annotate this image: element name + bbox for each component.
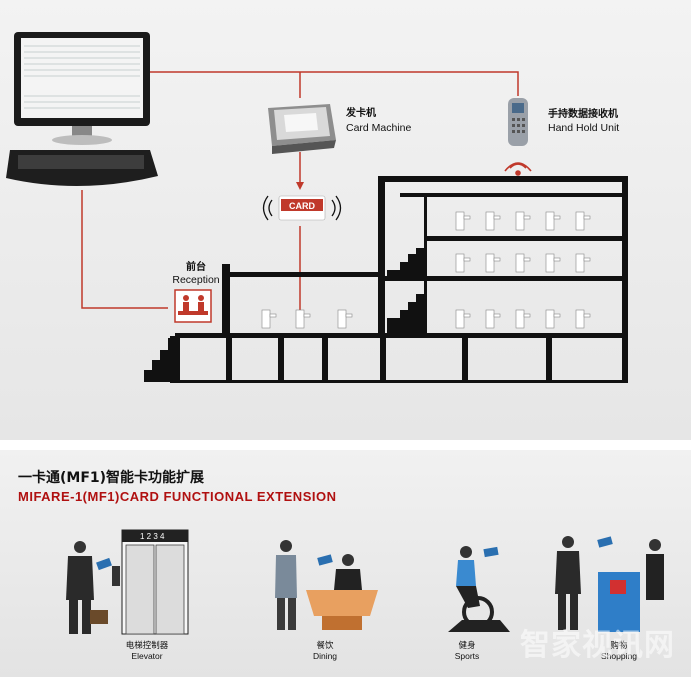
lock-icon [575, 253, 591, 273]
elevator-floor-display: 1 2 3 4 [140, 532, 165, 541]
caption-dining: 餐饮 Dining [290, 640, 360, 662]
lock-icon [337, 309, 353, 329]
lock-icon [455, 211, 471, 231]
shopping-illustration [555, 536, 664, 632]
lock-icon [575, 309, 591, 329]
caption-elevator-cn: 电梯控制器 [125, 640, 169, 650]
lock-icon [485, 253, 501, 273]
computer-monitor-icon [14, 32, 150, 145]
lock-icon [455, 309, 471, 329]
card-machine-label-cn: 发卡机 [345, 106, 376, 119]
arrow-down-icon [296, 182, 304, 190]
lock-icon [515, 253, 531, 273]
caption-shopping: 购物 Shopping [584, 640, 654, 662]
caption-sports-cn: 健身 [458, 640, 476, 650]
elevator-illustration: 1 2 3 4 [66, 529, 189, 635]
caption-elevator-en: Elevator [131, 651, 163, 661]
wireless-signal-icon [504, 162, 532, 176]
stairs [144, 338, 175, 382]
lock-icon [515, 211, 531, 231]
keyboard-icon [6, 150, 158, 187]
card-icon: CARD [278, 195, 326, 221]
connector-pc-handheld [150, 71, 519, 96]
lock-icon [261, 309, 277, 329]
lock-icon [515, 309, 531, 329]
caption-elevator: 电梯控制器 Elevator [112, 640, 182, 662]
lock-icon [295, 309, 311, 329]
caption-dining-cn: 餐饮 [316, 640, 334, 650]
lock-icon [545, 309, 561, 329]
caption-sports: 健身 Sports [432, 640, 502, 662]
door-locks [261, 211, 591, 329]
handheld-label-cn: 手持数据接收机 [548, 107, 618, 120]
lock-icon [485, 211, 501, 231]
lock-icon [545, 253, 561, 273]
extension-title-en: MIFARE-1(MF1)CARD FUNCTIONAL EXTENSION [18, 489, 337, 504]
dining-illustration [275, 540, 378, 630]
handheld-unit-icon [508, 98, 528, 146]
lock-icon [455, 253, 471, 273]
connector-pc-reception [81, 190, 168, 309]
card-signal-icon [262, 195, 342, 221]
card-machine-label-en: Card Machine [346, 122, 412, 134]
caption-shopping-cn: 购物 [610, 640, 628, 650]
reception-label-cn: 前台 [186, 260, 206, 273]
handheld-label-en: Hand Hold Unit [548, 122, 619, 134]
card-machine-icon [268, 104, 336, 154]
extension-title-cn: 一卡通(MF1)智能卡功能扩展 [18, 470, 205, 486]
watermark: 智家视讯网 [520, 628, 675, 663]
sports-illustration [448, 546, 510, 632]
lock-icon [575, 211, 591, 231]
reception-icon [174, 289, 212, 323]
hotel-building [144, 176, 628, 383]
connector-lines [81, 71, 519, 318]
reception-label-en: Reception [172, 274, 219, 286]
caption-dining-en: Dining [312, 651, 338, 661]
lock-icon [485, 309, 501, 329]
caption-shopping-en: Shopping [601, 651, 637, 661]
card-label: CARD [289, 201, 315, 211]
lock-icon [545, 211, 561, 231]
caption-sports-en: Sports [454, 651, 480, 661]
